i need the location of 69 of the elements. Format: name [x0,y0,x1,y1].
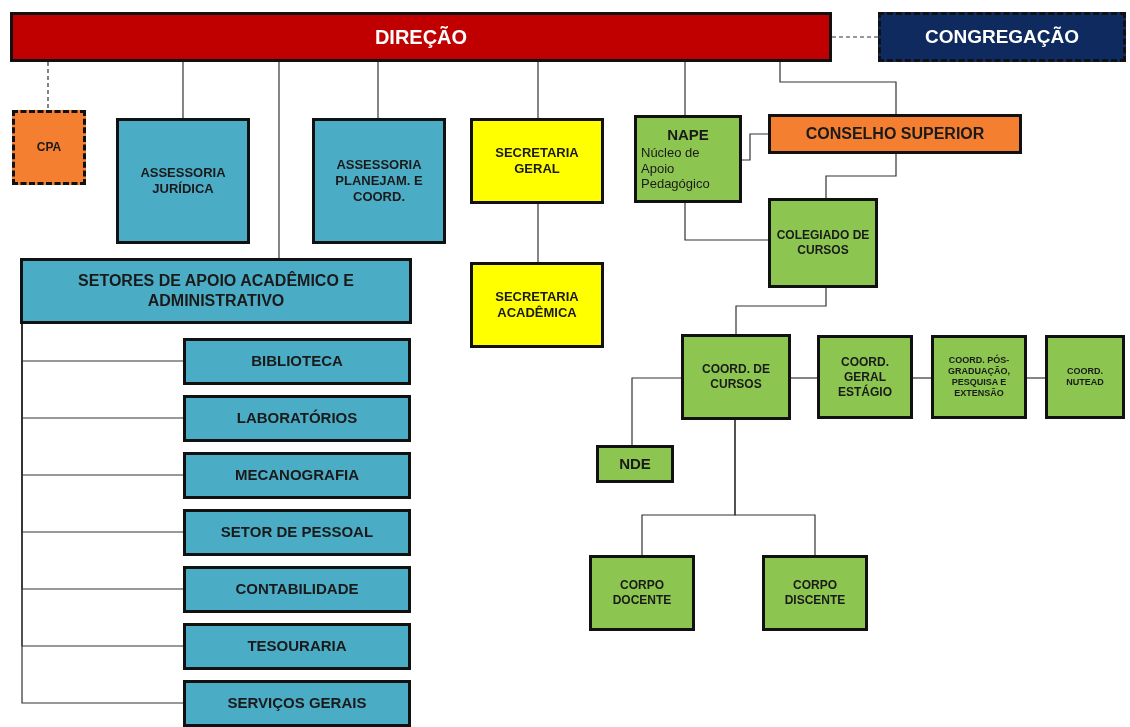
connector-line [278,61,280,259]
head-bar [10,12,832,62]
connector-line [631,377,682,446]
unit-name: TESOURARIA [247,637,347,656]
unit-name: COORD. PÓS-GRADUAÇÃO, PESQUISA E EXTENSÃO [947,354,1011,400]
connector-line [537,203,539,263]
unit-name: SETOR DE PESSOAL [220,523,374,542]
sector-box [183,452,411,499]
unit-box [116,118,250,244]
unit-box [817,335,913,419]
unit-box [634,115,742,203]
unit-name: SERVIÇOS GERAIS [227,694,367,713]
connector-line [684,61,686,116]
unit-name: ASSESSORIA JURÍDICA [139,164,227,198]
unit-name: DIREÇÃO [374,24,468,50]
unit-name: CPA [36,140,62,155]
unit-name: CORPO DISCENTE [783,578,847,608]
unit-box [589,555,695,631]
connector-line [684,202,769,241]
unit-name: NAPE [667,126,709,145]
connector-line [912,377,932,379]
sector-box [20,258,412,324]
unit-name: CONGREGAÇÃO [924,25,1080,49]
unit-name: SECRETARIA ACADÊMICA [494,288,580,322]
sector-box [183,395,411,442]
unit-name: COLEGIADO DE CURSOS [775,228,871,258]
connector-line [790,377,818,379]
unit-box [762,555,868,631]
connector-line [537,61,539,119]
council-box [878,12,1126,62]
sector-box [183,680,411,727]
unit-name: CORPO DOCENTE [611,578,673,608]
unit-name: COORD. DE CURSOS [701,362,771,392]
unit-name: NDE [619,454,651,474]
committee-box [12,110,86,185]
unit-name: ASSESSORIA PLANEJAM. E COORD. [334,156,424,206]
sector-box [183,623,411,670]
connector-line [735,287,827,335]
unit-box [681,334,791,420]
office-box [470,262,604,348]
unit-box [768,198,878,288]
connector-line [377,61,379,119]
unit-box [931,335,1027,419]
unit-name: BIBLIOTECA [251,352,343,371]
unit-name: LABORATÓRIOS [236,409,358,428]
council-box [768,114,1022,154]
connector-line [734,419,816,556]
sector-box [183,509,411,556]
sector-box [183,338,411,385]
sector-box [183,566,411,613]
unit-box [312,118,446,244]
connector-line [779,61,897,115]
unit-description: Núcleo de Apoio Pedagógico [641,145,711,192]
unit-name: MECANOGRAFIA [234,466,360,485]
unit-name: COORD. NUTEAD [1065,365,1105,389]
office-box [470,118,604,204]
connector-line [825,153,897,199]
unit-name: CONSELHO SUPERIOR [805,124,985,144]
unit-name: COORD. GERAL ESTÁGIO [837,354,893,400]
connector-line [182,61,184,119]
unit-box [596,445,674,483]
unit-name: CONTABILIDADE [235,580,359,599]
connector-line [47,61,49,111]
connector-line [831,36,879,38]
unit-name: SECRETARIA GERAL [494,144,580,178]
connector-line [741,133,769,161]
unit-box [1045,335,1125,419]
unit-name: SETORES DE APOIO ACADÊMICO E ADMINISTRATIVO [77,271,355,311]
connector-line [1026,377,1046,379]
